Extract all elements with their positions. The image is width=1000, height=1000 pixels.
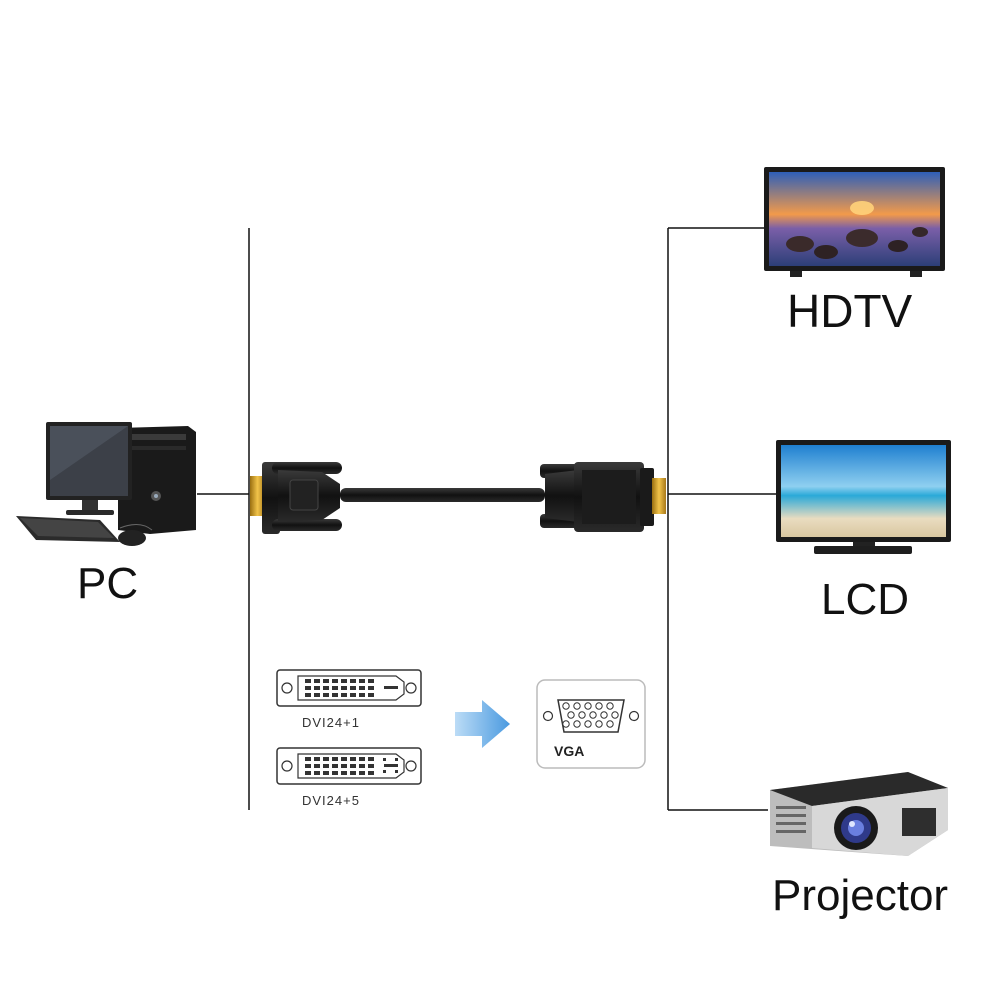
dvi-24-5-label: DVI24+5 <box>302 793 360 808</box>
dvi-pin <box>332 771 338 775</box>
dvi-pin <box>305 771 311 775</box>
dvi-pin <box>314 693 320 697</box>
dvi-pin <box>350 764 356 768</box>
hdtv-icon <box>764 167 945 277</box>
dvi-pin <box>350 757 356 761</box>
lcd-icon <box>776 440 951 554</box>
dvi-pin <box>323 757 329 761</box>
dvi-pin <box>332 679 338 683</box>
hdtv-label: HDTV <box>787 285 913 337</box>
pc-label: PC <box>77 559 139 608</box>
dvi-pin <box>350 679 356 683</box>
dvi-pin <box>368 693 374 697</box>
dvi-pin <box>341 757 347 761</box>
dvi-24-1-label: DVI24+1 <box>302 715 360 730</box>
dvi-pin <box>332 686 338 690</box>
vga-pin <box>562 720 570 728</box>
dvi-24-1-port-icon <box>276 669 422 707</box>
dvi-pin <box>341 771 347 775</box>
dvi-pin <box>341 686 347 690</box>
dvi-pin <box>350 686 356 690</box>
vga-pin <box>611 711 619 719</box>
dvi-pin <box>305 686 311 690</box>
vga-pin <box>606 702 614 710</box>
vga-pin <box>584 720 592 728</box>
dvi-pin <box>323 764 329 768</box>
dvi-pin <box>323 693 329 697</box>
dvi-pin <box>359 686 365 690</box>
vga-pin <box>595 720 603 728</box>
dvi-pin <box>305 679 311 683</box>
dvi-pin <box>368 757 374 761</box>
dvi-pin <box>323 686 329 690</box>
dvi-pin <box>332 693 338 697</box>
dvi-pin <box>305 757 311 761</box>
dvi-pin <box>359 757 365 761</box>
dvi-pin <box>314 771 320 775</box>
vga-pin <box>595 702 603 710</box>
pc-icon <box>16 422 196 546</box>
dvi-pin <box>323 771 329 775</box>
dvi-pin <box>323 679 329 683</box>
dvi-connector <box>250 462 342 534</box>
vga-port-icon <box>536 679 646 769</box>
dvi-pin <box>341 679 347 683</box>
dvi-pin <box>341 693 347 697</box>
vga-connector <box>540 462 666 532</box>
dvi-pin <box>368 686 374 690</box>
dvi-pin <box>350 693 356 697</box>
dvi-pin <box>368 771 374 775</box>
dvi-pin <box>314 686 320 690</box>
vga-pin <box>606 720 614 728</box>
dvi-pin <box>359 764 365 768</box>
dvi-pin <box>359 679 365 683</box>
projector-icon <box>770 772 948 856</box>
vga-pin <box>600 711 608 719</box>
conversion-arrow-icon <box>455 700 510 748</box>
dvi-pin <box>368 679 374 683</box>
dvi-pin <box>359 771 365 775</box>
dvi-pin <box>314 764 320 768</box>
lcd-label: LCD <box>821 575 910 624</box>
dvi-pin <box>305 764 311 768</box>
dvi-pin <box>332 757 338 761</box>
vga-label: VGA <box>554 743 585 759</box>
vga-pin <box>589 711 597 719</box>
vga-pin <box>573 720 581 728</box>
dvi-pin <box>350 771 356 775</box>
dvi-24-5-port-icon <box>276 747 422 785</box>
dvi-pin <box>368 764 374 768</box>
projector-label: Projector <box>772 871 949 920</box>
vga-pin <box>567 711 575 719</box>
vga-pin <box>578 711 586 719</box>
cable <box>340 488 545 502</box>
vga-pin <box>573 702 581 710</box>
dvi-pin <box>359 693 365 697</box>
vga-pin <box>584 702 592 710</box>
dvi-pin <box>332 764 338 768</box>
connection-lines <box>197 227 777 811</box>
dvi-pin <box>341 764 347 768</box>
vga-pin <box>562 702 570 710</box>
dvi-pin <box>314 679 320 683</box>
dvi-pin <box>314 757 320 761</box>
dvi-pin <box>305 693 311 697</box>
